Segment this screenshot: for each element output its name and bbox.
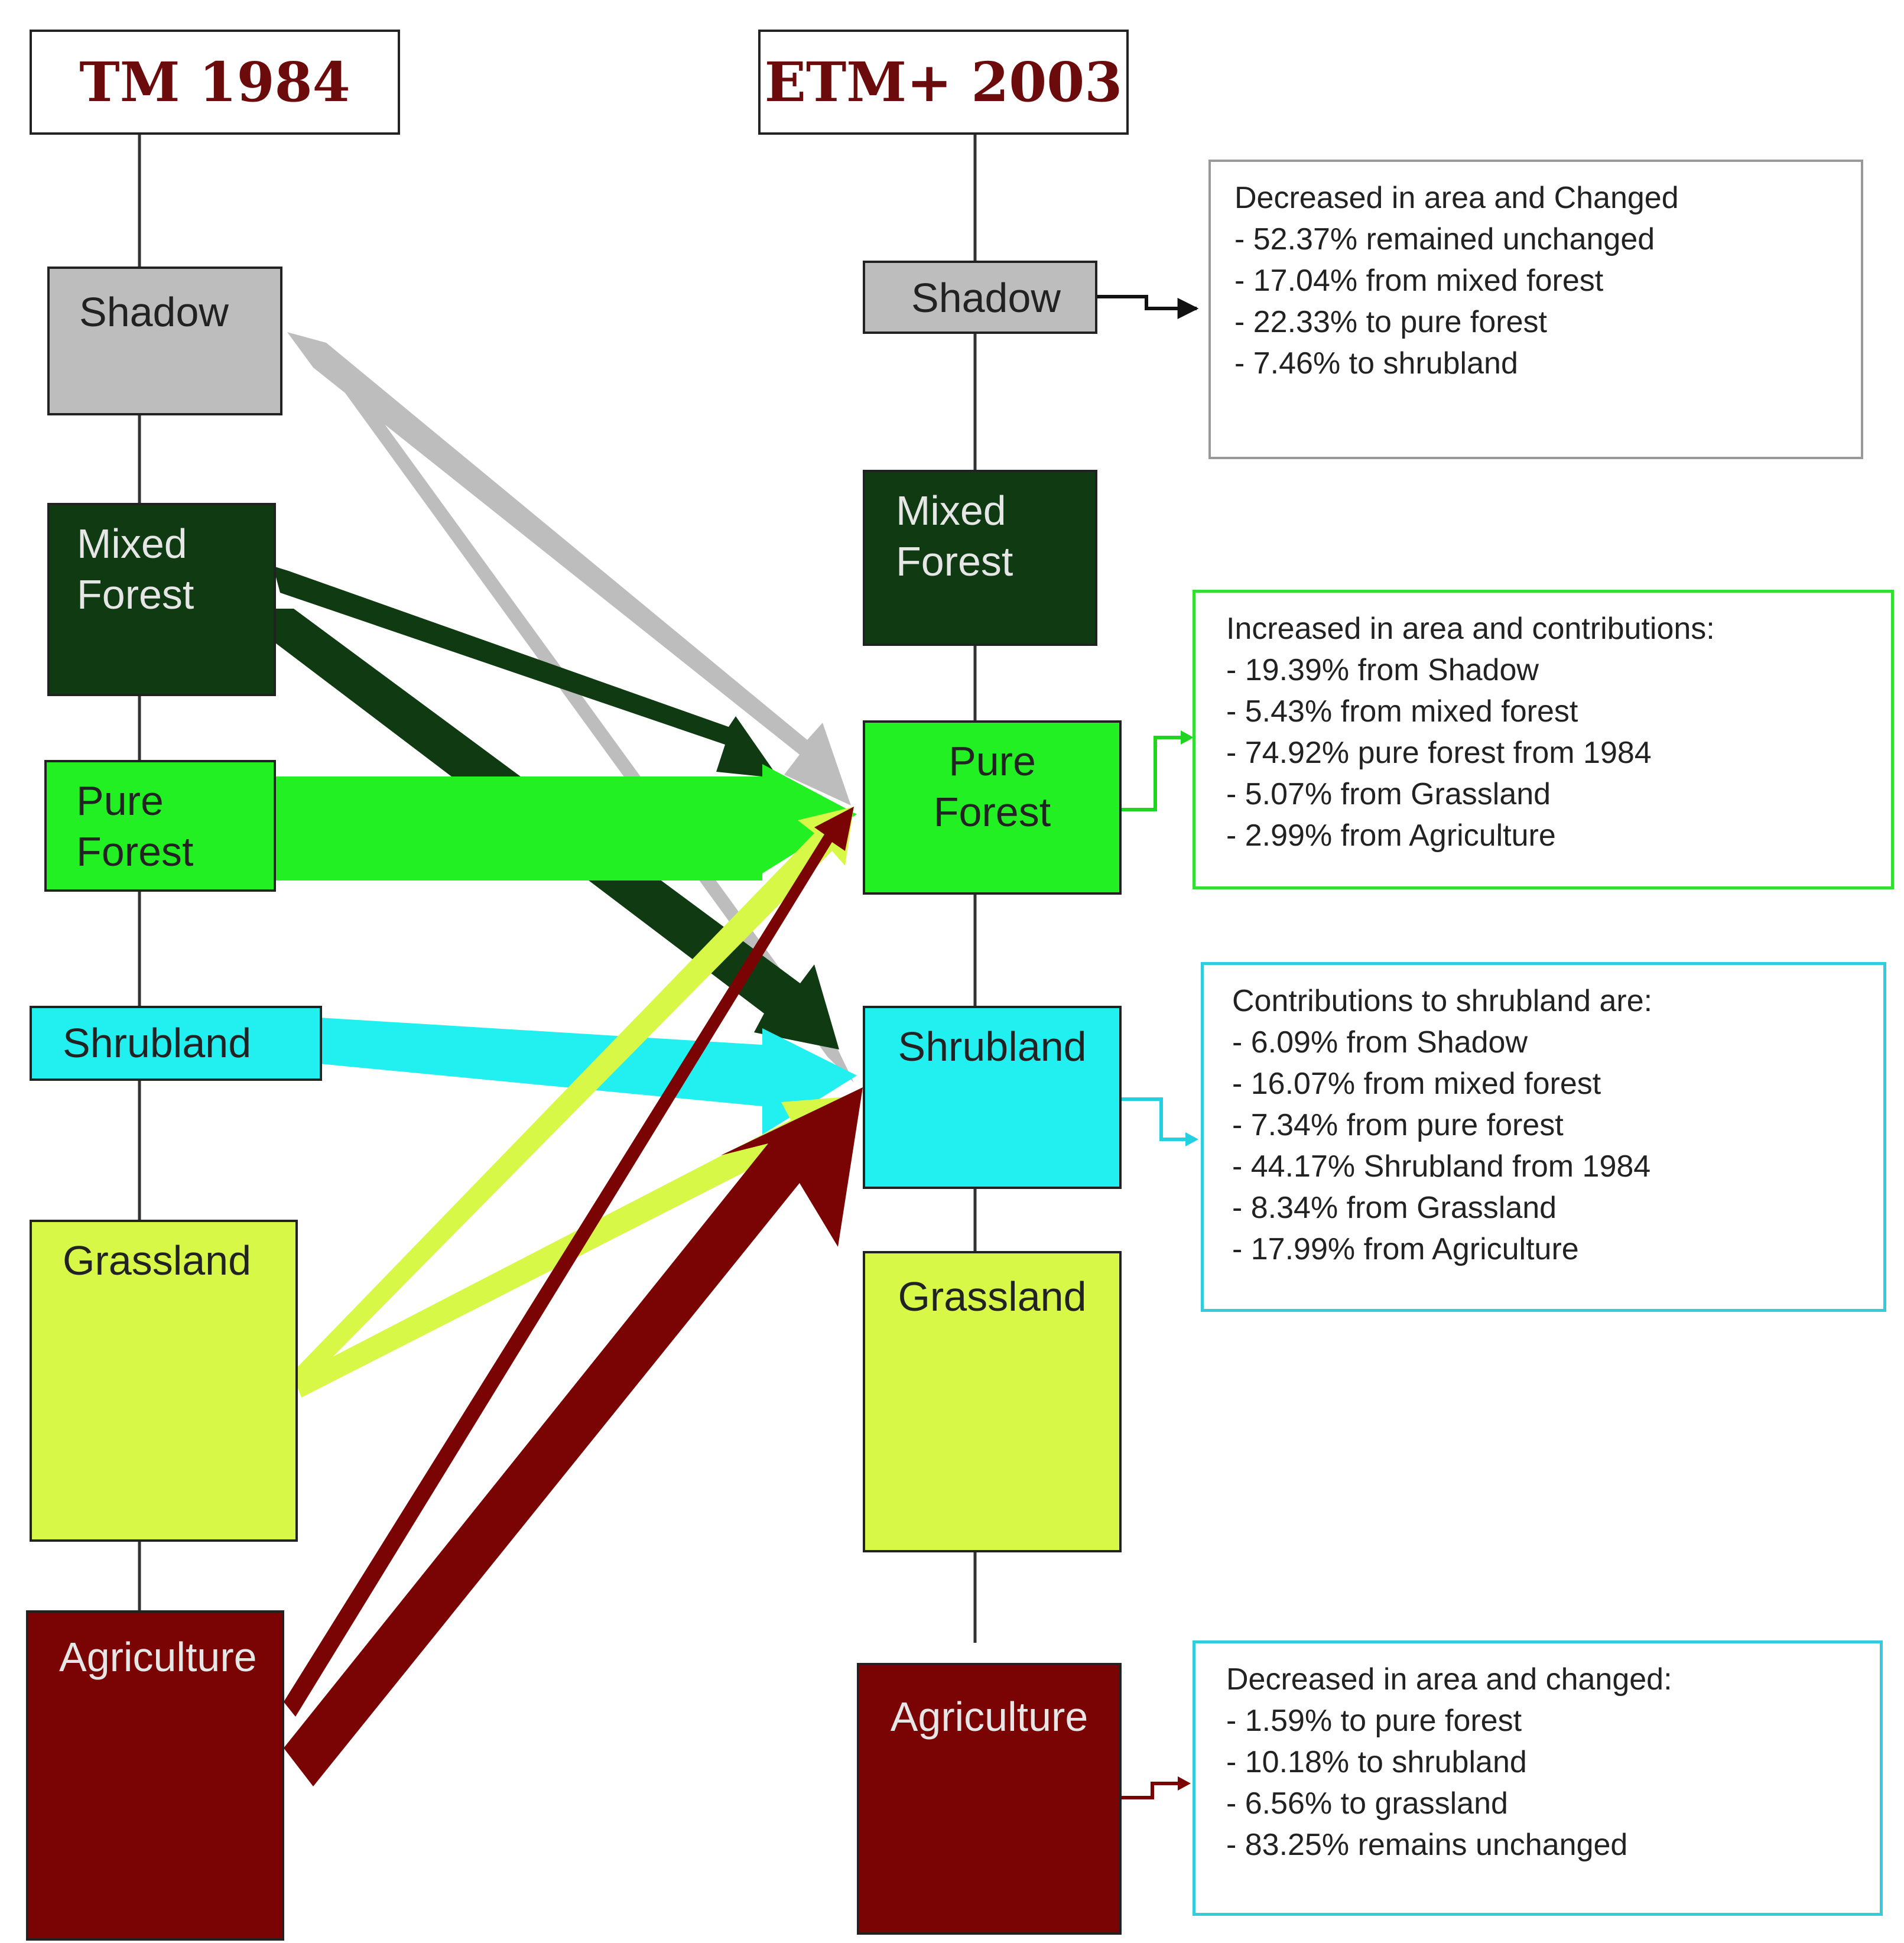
class-2003-mixed-forest: Mixed Forest <box>863 470 1097 646</box>
class-2003-grassland: Grassland <box>863 1251 1122 1552</box>
connector-agriculture-head <box>1178 1776 1191 1791</box>
note-heading: Increased in area and contributions: <box>1226 612 1715 646</box>
arrow-grassland-to-pure-forest <box>294 807 854 1386</box>
note-heading: Decreased in area and changed: <box>1226 1662 1672 1697</box>
note-item: - 7.46% to shrubland <box>1234 346 1518 381</box>
note-item: - 44.17% Shrubland from 1984 <box>1232 1149 1651 1184</box>
note-item: - 10.18% to shrubland <box>1226 1745 1527 1779</box>
class-1984-shrubland: Shrubland <box>30 1006 322 1081</box>
connector-agriculture <box>1122 1782 1185 1799</box>
note-item: - 6.56% to grassland <box>1226 1786 1508 1821</box>
connector-shrubland-head <box>1185 1132 1198 1146</box>
class-1984-shadow: Shadow <box>47 267 282 415</box>
note-item: - 5.43% from mixed forest <box>1226 694 1578 729</box>
note-item: - 6.09% from Shadow <box>1232 1025 1528 1060</box>
class-2003-pure-forest: Pure Forest <box>863 720 1122 895</box>
header-etm-2003: ETM+ 2003 <box>758 30 1129 135</box>
connector-pure-forest-head <box>1181 730 1194 745</box>
note-pure-forest: Increased in area and contributions: - 19… <box>1193 590 1894 889</box>
note-item: - 52.37% remained unchanged <box>1234 222 1655 256</box>
note-item: - 83.25% remains unchanged <box>1226 1828 1628 1862</box>
arrow-shadow-to-pure-forest <box>287 332 851 805</box>
header-tm-1984: TM 1984 <box>30 30 400 135</box>
note-heading: Decreased in area and Changed <box>1234 181 1679 215</box>
class-2003-shadow: Shadow <box>863 261 1097 334</box>
note-item: - 17.04% from mixed forest <box>1234 264 1604 298</box>
note-shadow: Decreased in area and Changed - 52.37% re… <box>1208 160 1863 459</box>
note-connectors <box>1097 295 1199 1799</box>
arrow-agriculture-to-pure-forest <box>284 807 854 1717</box>
arrow-mixed-forest-to-pure-forest <box>273 566 779 778</box>
note-item: - 16.07% from mixed forest <box>1232 1067 1601 1101</box>
connector-shadow <box>1097 295 1199 319</box>
arrow-shadow-to-shrubland <box>331 362 854 1083</box>
note-item: - 17.99% from Agriculture <box>1232 1232 1579 1266</box>
class-1984-mixed-forest: Mixed Forest <box>47 503 276 696</box>
class-1984-agriculture: Agriculture <box>26 1610 284 1941</box>
note-item: - 74.92% pure forest from 1984 <box>1226 736 1652 770</box>
transition-arrows <box>273 332 863 1786</box>
note-item: - 2.99% from Agriculture <box>1226 818 1556 853</box>
note-item: - 7.34% from pure forest <box>1232 1108 1564 1142</box>
note-item: - 5.07% from Grassland <box>1226 777 1551 811</box>
class-1984-pure-forest: Pure Forest <box>44 760 276 892</box>
class-2003-shrubland: Shrubland <box>863 1006 1122 1189</box>
class-2003-agriculture: Agriculture <box>857 1663 1122 1935</box>
note-item: - 8.34% from Grassland <box>1232 1191 1557 1225</box>
note-shrubland: Contributions to shrubland are: - 6.09% f… <box>1201 962 1886 1312</box>
class-1984-grassland: Grassland <box>30 1220 298 1542</box>
connector-pure-forest <box>1122 736 1188 811</box>
arrow-pure-forest-unchanged <box>273 764 857 880</box>
note-agriculture: Decreased in area and changed: - 1.59% to… <box>1193 1640 1883 1916</box>
arrow-agriculture-to-shrubland <box>284 1087 863 1786</box>
note-item: - 22.33% to pure forest <box>1234 305 1547 339</box>
note-item: - 19.39% from Shadow <box>1226 653 1539 687</box>
note-item: - 1.59% to pure forest <box>1226 1704 1522 1738</box>
note-heading: Contributions to shrubland are: <box>1232 984 1653 1018</box>
connector-shrubland <box>1122 1097 1193 1141</box>
